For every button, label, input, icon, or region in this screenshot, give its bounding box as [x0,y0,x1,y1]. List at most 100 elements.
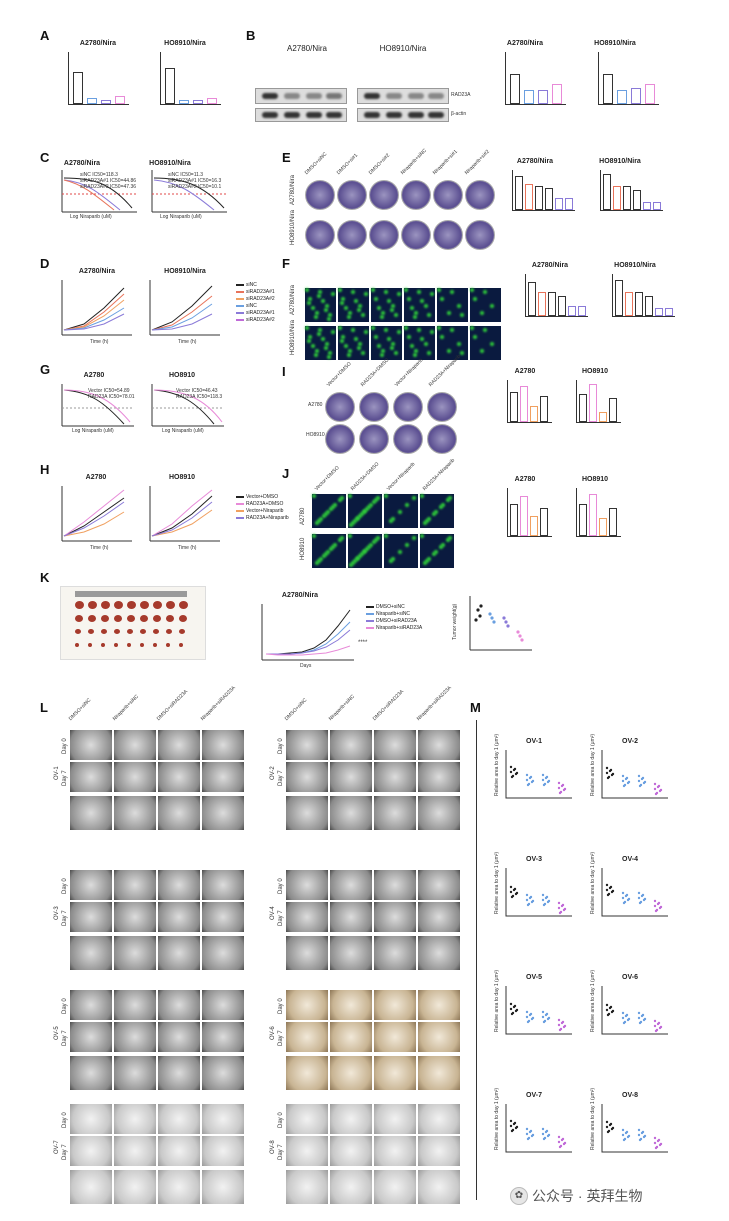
panel-m-ylabel: Relative area to day 1 (μm²) [494,1087,500,1150]
organoid-image [286,1170,328,1204]
panel-h-plot-1 [61,486,132,542]
bar [589,384,597,422]
organoid-image [114,1136,156,1166]
legend-item: siRAD23A#1 [236,289,275,296]
organoid-image [158,1022,200,1052]
day-label: Day 7 [278,770,284,786]
bar [633,190,641,210]
fluorescence-image [404,326,435,360]
panel-j-title-2: HO8910 [581,476,609,483]
day-label: Day 7 [62,1030,68,1046]
panel-j-col-label: RAD23A+DMSO [349,461,381,492]
tumor [166,601,175,609]
watermark: ✿ 公众号 · 英拜生物 [510,1186,642,1206]
fluorescence-image [305,288,336,322]
bar [609,398,617,422]
colony-dish [401,180,431,210]
fluorescence-image [470,288,501,322]
bar [645,84,655,104]
panel-m-scatter [601,1104,668,1153]
panel-m-ylabel: Relative area to day 1 (μm²) [590,969,596,1032]
organoid-image [418,936,460,970]
organoid-image [158,936,200,970]
fluorescence-image [371,326,402,360]
colony-dish [427,424,457,454]
bar [555,198,563,210]
tumor [88,601,97,609]
legend-item: siRAD23A#1 IC50=44.86 [80,178,137,184]
panel-letter-i: I [282,364,286,379]
bar [623,186,631,210]
organoid-image [202,1022,244,1052]
organoid-image [202,1136,244,1166]
organoid-name: OV-8 [270,1140,276,1154]
organoid-image [330,762,372,792]
legend-label: siNC [246,282,257,288]
organoid-col-label: Niraparib+siRAD23A [415,685,453,722]
panel-i-row-2: HO8910 [306,432,325,438]
panel-letter-f: F [282,256,290,271]
tumor [75,629,81,634]
bar [101,100,111,104]
organoid-image [70,1170,112,1204]
organoid-image [374,936,416,970]
panel-g-plot-1 [61,384,134,427]
organoid-image [202,1104,244,1134]
panel-h-plot-2 [149,486,220,542]
organoid-name: OV-5 [54,1026,60,1040]
colony-dish [359,424,389,454]
blot-rad23a-2 [357,88,449,104]
bar [515,176,523,210]
bar [207,98,217,104]
panel-k-sig: **** [358,640,368,646]
organoid-image [330,1104,372,1134]
organoid-image [418,902,460,932]
panel-letter-l: L [40,700,48,715]
legend-item: Vector IC50=46.43 [176,388,218,394]
bar [545,188,553,210]
panel-m-scatter [505,750,572,799]
organoid-image [114,1104,156,1134]
panel-letter-m: M [470,700,481,715]
tumor [140,643,144,647]
legend-item: siRAD23A#1 IC50=16.3 [168,178,222,184]
organoid-image [114,1056,156,1090]
panel-m-scatter [601,868,668,917]
organoid-image [114,1022,156,1052]
legend-item: RAD23A IC50=78.01 [88,394,135,400]
tumor [153,629,159,634]
organoid-image [70,796,112,830]
bar [599,412,607,422]
bar [525,184,533,210]
bar [524,90,534,104]
panel-e-title-1: A2780/Nira [516,158,554,165]
colony-dish [359,392,389,422]
wechat-icon: ✿ [510,1187,528,1205]
fluorescence-image [384,494,418,528]
organoid-image [418,1056,460,1090]
organoid-image [70,902,112,932]
tumor [88,629,94,634]
panel-f-axis-1 [525,274,588,317]
panel-b-axis-1 [505,52,566,105]
bar [552,84,562,104]
organoid-col-label: Niraparib+siRAD23A [199,685,237,722]
day-label: Day 0 [62,998,68,1014]
organoid-image [202,936,244,970]
fluorescence-image [305,326,336,360]
panel-a-title-2: HO8910/Nira [164,40,206,47]
day-label: Day 0 [62,1112,68,1128]
bar [179,100,189,104]
legend-label: RAD23A+Niraparib [246,515,289,521]
legend-item: DMSO+siRAD23A [366,618,422,625]
tumor [114,629,120,634]
legend-label: Niraparib+siNC [376,611,411,617]
day-label: Day 0 [278,1112,284,1128]
organoid-image [374,1022,416,1052]
legend-item: Vector+DMSO [236,494,289,501]
panel-j-col-label: Vector+Niraparib [385,461,417,492]
panel-letter-d: D [40,256,50,271]
bar [510,74,520,104]
organoid-image [418,730,460,760]
fluorescence-image [338,326,369,360]
